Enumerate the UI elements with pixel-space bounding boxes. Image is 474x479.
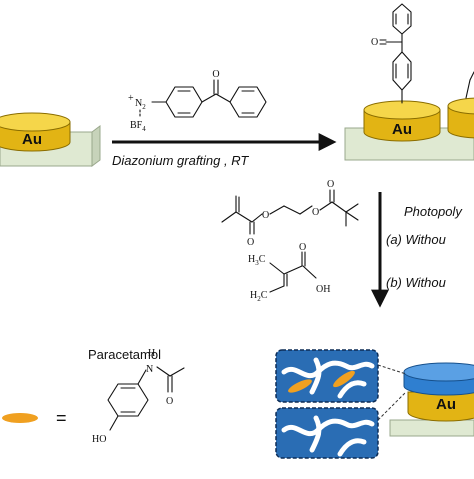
- n2-label: N2: [135, 98, 146, 111]
- paracetamol-structure: HO H N O: [92, 348, 185, 445]
- ketone-oxygen: O: [212, 69, 219, 80]
- panel-frame: [275, 407, 379, 459]
- substrate-plate: [389, 419, 474, 437]
- paracetamol-ring: [107, 383, 149, 417]
- bare-gold-electrode: Au: [0, 112, 101, 167]
- amide-carbonyl-o: O: [166, 396, 173, 407]
- reaction-1-label: Diazonium grafting , RT: [112, 153, 249, 168]
- template-name: Paracetamol: [88, 347, 161, 362]
- gold-label: Au: [436, 396, 456, 413]
- grafted-ketone-oxygen: O: [371, 37, 378, 48]
- polymer-chain: [281, 360, 375, 379]
- option-a-label: (a) Withou: [386, 232, 446, 247]
- methyl-group: H3C: [248, 254, 266, 267]
- mip-electrode: Au: [377, 362, 474, 437]
- zoom-line-1: [377, 364, 407, 375]
- ketone-bond-1: [201, 93, 217, 103]
- gold-label: Au: [22, 131, 42, 148]
- ester-o-1: O: [247, 237, 254, 248]
- cavity-panel-without-template: [275, 407, 379, 459]
- amide-h: H: [148, 348, 155, 359]
- benzene-ring-2: [229, 86, 267, 118]
- gold-disk-top: [363, 100, 441, 120]
- ester-o-2: O: [327, 179, 334, 190]
- methylene-group: H2C: [250, 290, 268, 303]
- cavity-panel-with-template: [275, 349, 379, 403]
- option-b-label: (b) Withou: [386, 275, 446, 290]
- amide-n: N: [146, 364, 153, 375]
- gold-disk-side: [407, 391, 474, 422]
- grafted-electrode: Au O: [344, 3, 474, 161]
- template-molecule-1: [288, 379, 312, 393]
- phenol-ho: HO: [92, 434, 106, 445]
- ether-o-1: O: [262, 210, 269, 221]
- equals-sign: =: [56, 408, 67, 428]
- panel-frame: [275, 349, 379, 403]
- template-ellipse: [2, 413, 38, 423]
- egdma-crosslinker: O O O O: [221, 179, 359, 248]
- gold-disk-2-top: [447, 97, 474, 115]
- substrate-plate-side: [91, 125, 101, 167]
- polymer-chain: [281, 418, 375, 437]
- reaction-2-label: Photopoly: [404, 204, 463, 219]
- ketone-bond-2: [215, 93, 231, 103]
- gold-disk-top: [0, 112, 71, 132]
- polymer-film-top: [403, 362, 474, 382]
- acid-carbonyl-o: O: [299, 242, 306, 253]
- gold-label: Au: [392, 121, 412, 138]
- hydroxyl-group: OH: [316, 284, 330, 295]
- ether-o-2: O: [312, 207, 319, 218]
- diazonium-reagent: + N2 BF4 O: [128, 69, 267, 133]
- template-molecule-2: [333, 370, 355, 388]
- charge-symbol: +: [128, 93, 134, 104]
- zoom-line-2: [377, 391, 407, 421]
- methacrylic-acid: H3C H2C O OH: [248, 242, 330, 303]
- grafted-ring-2: [392, 3, 412, 35]
- bf4-label: BF4: [130, 120, 146, 133]
